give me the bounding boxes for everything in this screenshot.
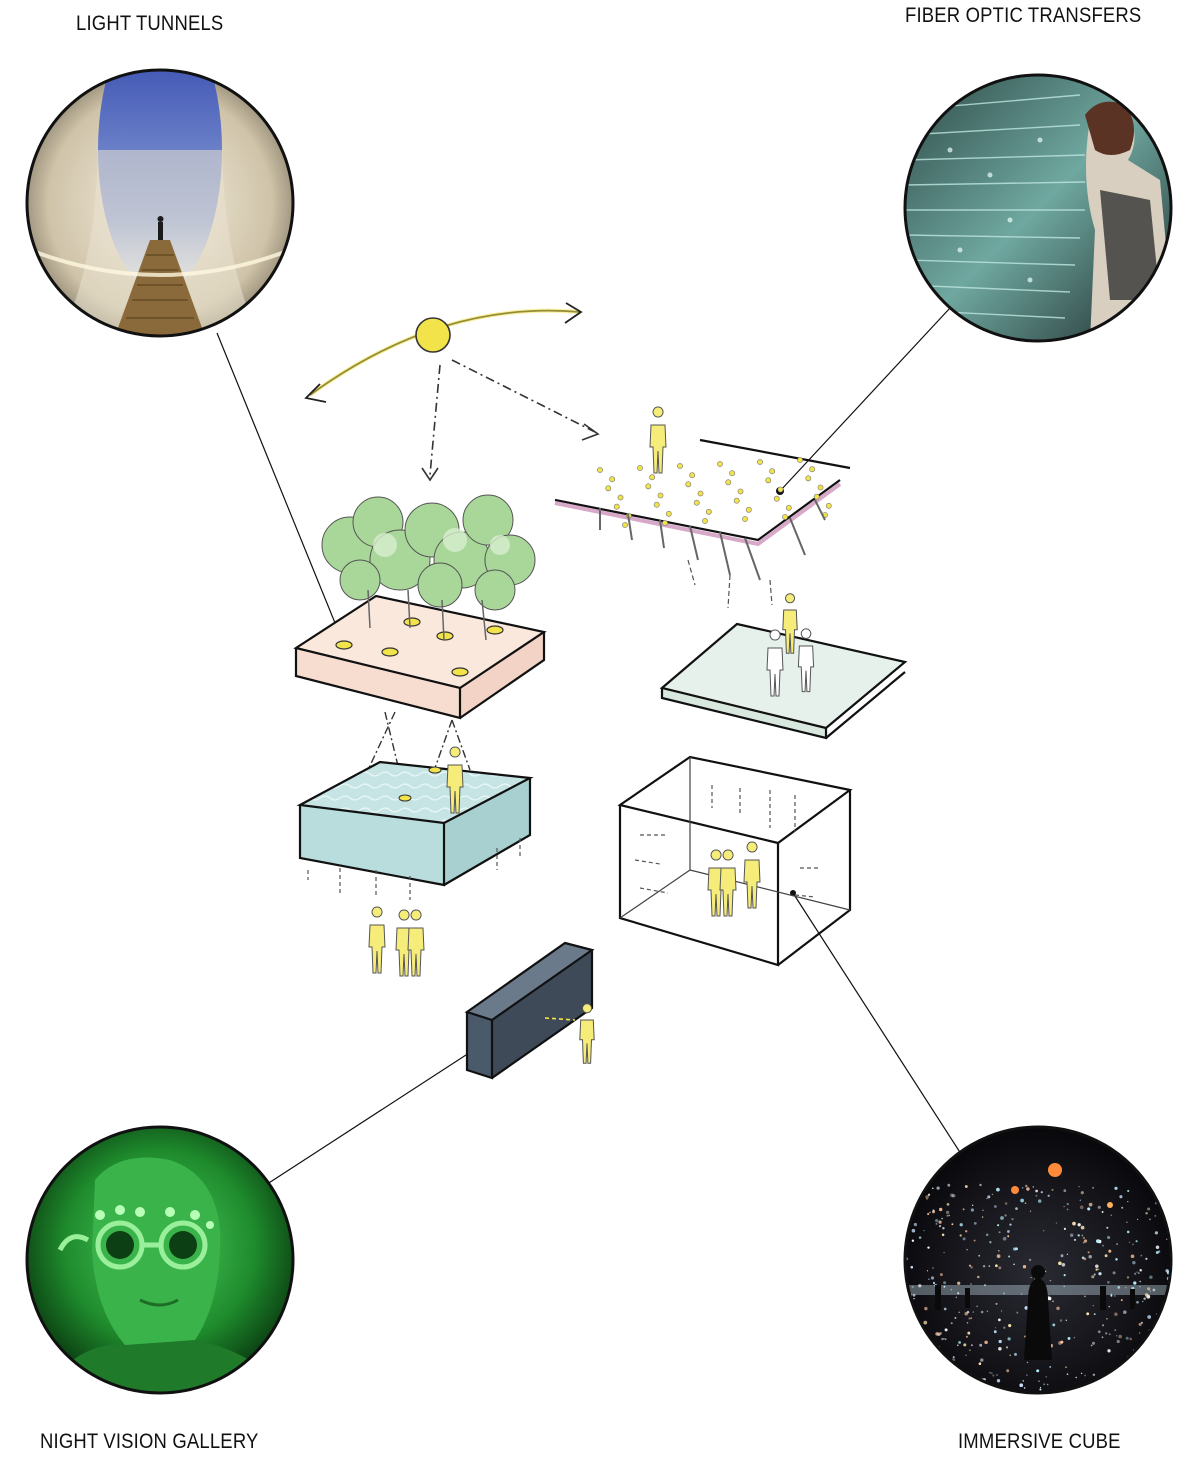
fiber-optic-dot xyxy=(697,490,704,497)
fiber-optic-dot xyxy=(622,522,628,528)
connector-night-vision xyxy=(257,1041,487,1191)
light-tunnels-photo xyxy=(25,68,295,338)
fiber-optic-dot xyxy=(662,520,668,526)
fiber-optic-dot xyxy=(729,470,736,477)
fiber-optic-dot xyxy=(685,481,692,488)
people-figures xyxy=(368,406,815,1064)
sun-icon xyxy=(415,317,451,353)
label-fiber-optic-transfers: FIBER OPTIC TRANSFERS xyxy=(905,4,1142,27)
fiber-optic-dot xyxy=(745,506,752,513)
fiber-optic-dot xyxy=(813,493,820,500)
fiber-optic-dot xyxy=(605,485,612,492)
fiber-optic-dot xyxy=(717,461,723,467)
connector-dot-cube xyxy=(790,890,796,896)
tree-ground-slab xyxy=(293,494,547,720)
fiber-optic-dot xyxy=(769,468,776,475)
fiber-optic-dot xyxy=(677,463,683,469)
person-figure xyxy=(649,406,667,474)
night-vision-box xyxy=(464,941,595,1080)
label-night-vision-gallery: NIGHT VISION GALLERY xyxy=(40,1430,259,1453)
sun-path xyxy=(304,302,600,482)
person-figure xyxy=(368,906,386,974)
fiber-optic-dot xyxy=(689,472,696,479)
fiber-optic-slab xyxy=(554,438,851,609)
fiber-optic-dot xyxy=(702,518,708,524)
person-figure xyxy=(797,628,815,693)
connector-immersive-cube xyxy=(792,892,964,1158)
fiber-optic-dot xyxy=(773,495,780,502)
fiber-optic-dot xyxy=(617,494,624,501)
fiber-optic-dot xyxy=(817,484,824,491)
fiber-optic-dot xyxy=(637,465,643,471)
label-immersive-cube: IMMERSIVE CUBE xyxy=(958,1430,1121,1453)
gallery-slab xyxy=(659,622,908,740)
fiber-optic-dot xyxy=(737,488,744,495)
immersive-cube-photo xyxy=(903,1125,1173,1395)
person-figure xyxy=(407,909,425,977)
fiber-optic-dot xyxy=(777,486,784,493)
fiber-optic-dot xyxy=(657,492,664,499)
fiber-optic-dot xyxy=(613,503,620,510)
person-figure xyxy=(782,593,798,654)
cube-light-arrows xyxy=(634,785,820,898)
immersive-wire-cube xyxy=(617,755,853,967)
fiber-optic-dot xyxy=(782,514,788,520)
fiber-optic-dot xyxy=(645,483,652,490)
fiber-optic-dot xyxy=(785,504,792,511)
connector-light-tunnels xyxy=(216,332,345,646)
fiber-optic-dot xyxy=(742,516,748,522)
fiber-optic-dot xyxy=(805,475,812,482)
fiber-optic-dot xyxy=(825,502,832,509)
fiber-optic-dot xyxy=(597,467,603,473)
fiber-optic-dot xyxy=(705,508,712,515)
water-box xyxy=(296,760,534,900)
night-vision-photo xyxy=(25,1125,295,1395)
fiber-optic-dot xyxy=(725,479,732,486)
fiber-optic-dot xyxy=(797,457,803,463)
fiber-optic-dot xyxy=(649,474,656,481)
person-figure xyxy=(766,629,784,697)
connector-fiber-optic xyxy=(779,307,951,492)
fiber-optic-dot xyxy=(693,499,700,506)
fiber-optic-dot xyxy=(609,476,616,483)
fiber-optic-photo xyxy=(903,73,1173,343)
person-figure xyxy=(719,849,737,917)
person-figure xyxy=(446,746,464,814)
person-figure xyxy=(743,841,761,909)
fiber-optic-dot xyxy=(757,459,763,465)
fiber-optic-dot xyxy=(665,510,672,517)
fiber-optic-dot xyxy=(809,466,816,473)
fiber-optic-dot xyxy=(733,497,740,504)
fiber-optic-dot xyxy=(653,501,660,508)
fiber-optic-dot xyxy=(765,477,772,484)
label-light-tunnels: LIGHT TUNNELS xyxy=(76,12,224,35)
person-figure xyxy=(579,1003,595,1064)
